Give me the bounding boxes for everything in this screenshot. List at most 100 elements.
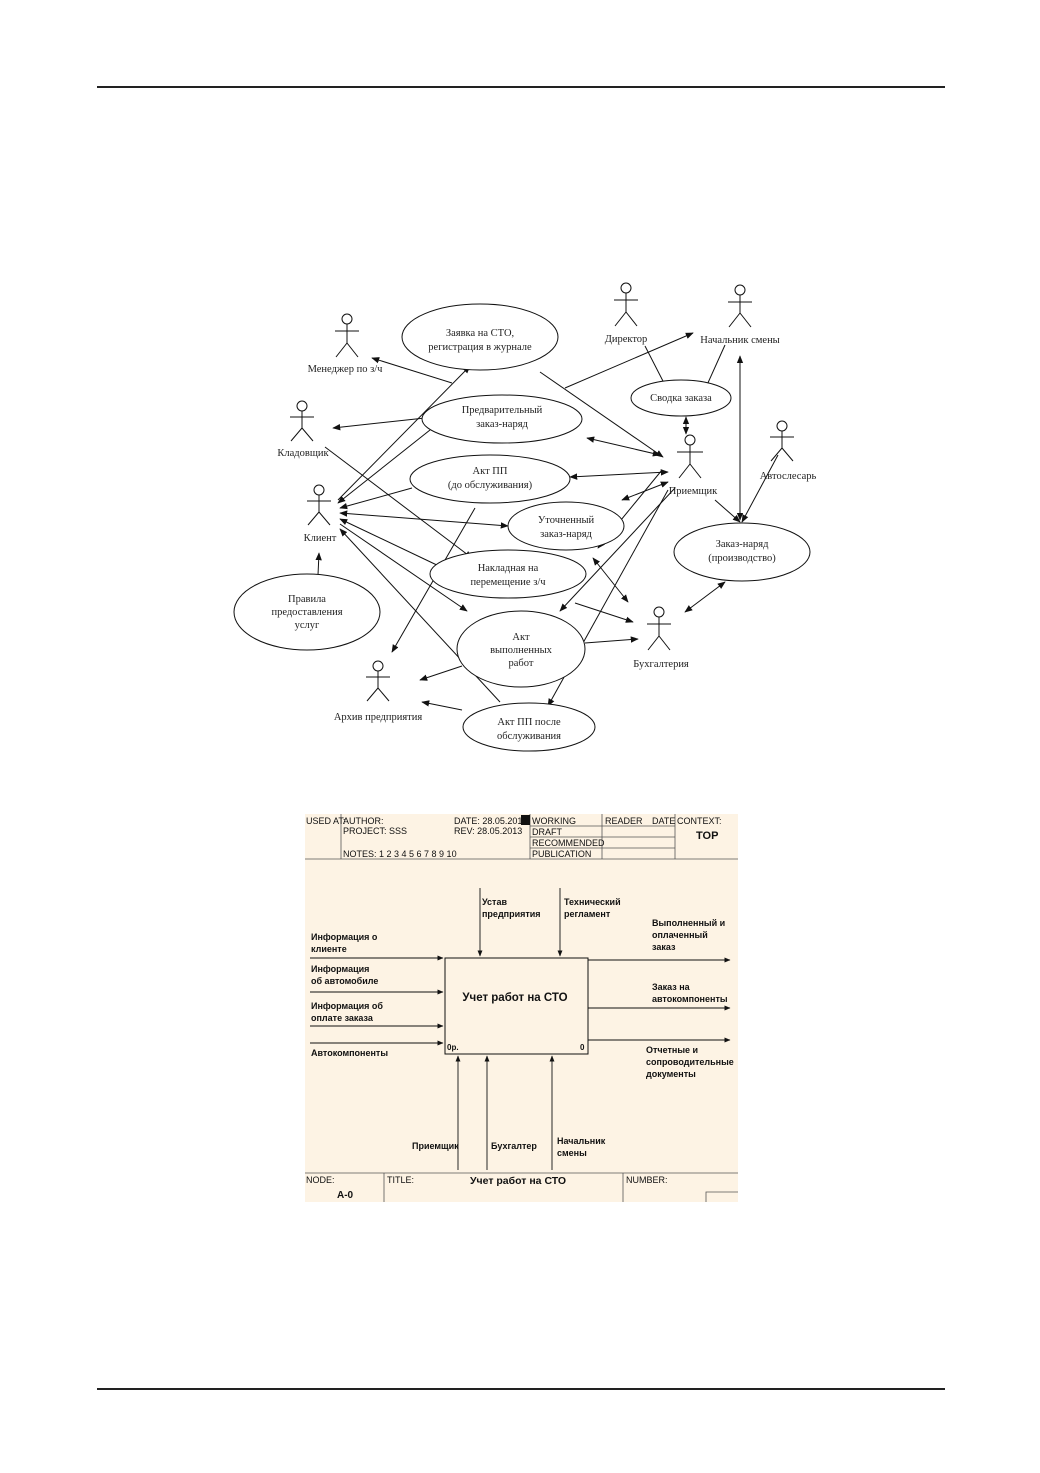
project-label: PROJECT: SSS bbox=[343, 826, 407, 836]
usecase-prelim-order: Предварительный заказ-наряд bbox=[421, 394, 583, 444]
context-label: CONTEXT: bbox=[677, 816, 722, 826]
svg-text:Учет работ на СТО: Учет работ на СТО bbox=[462, 992, 567, 1004]
actor-director: Директор bbox=[605, 282, 648, 345]
svg-text:оплате заказа: оплате заказа bbox=[311, 1013, 374, 1023]
svg-text:работ: работ bbox=[509, 658, 534, 669]
status-recommended: RECOMMENDED bbox=[532, 838, 605, 848]
svg-text:автокомпоненты: автокомпоненты bbox=[652, 994, 728, 1004]
usecase-transfer-invoice: Накладная на перемещение з/ч bbox=[429, 549, 587, 599]
svg-text:0р.: 0р. bbox=[447, 1043, 459, 1052]
svg-text:Акт: Акт bbox=[512, 632, 530, 643]
input-payment-info: Информация об оплате заказа bbox=[311, 1001, 383, 1023]
input-components: Автокомпоненты bbox=[311, 1048, 388, 1058]
idef0-arrows bbox=[310, 888, 731, 1170]
svg-text:Акт ПП после: Акт ПП после bbox=[497, 717, 561, 728]
svg-text:Отчетные и: Отчетные и bbox=[646, 1045, 698, 1055]
rev-label: REV: 28.05.2013 bbox=[454, 826, 522, 836]
footer-rule bbox=[97, 1388, 945, 1390]
svg-text:Заявка на СТО,: Заявка на СТО, bbox=[446, 328, 514, 339]
usecase-request: Заявка на СТО, регистрация в журнале bbox=[401, 303, 559, 371]
svg-text:сопроводительные: сопроводительные bbox=[646, 1057, 734, 1067]
svg-text:Начальник смены: Начальник смены bbox=[700, 335, 780, 346]
svg-text:Клиент: Клиент bbox=[304, 533, 337, 544]
activity-box: Учет работ на СТО 0р. 0 bbox=[444, 957, 589, 1055]
usecase-production-order: Заказ-наряд (производство) bbox=[673, 522, 811, 582]
actor-shift-chief: Начальник смены bbox=[700, 284, 780, 346]
actor-receiver: Приемщик bbox=[669, 434, 718, 497]
svg-text:Накладная на: Накладная на bbox=[478, 563, 539, 574]
node-value: A-0 bbox=[337, 1190, 354, 1201]
usecase-act-before: Акт ПП (до обслуживания) bbox=[409, 454, 571, 504]
svg-text:Акт ПП: Акт ПП bbox=[473, 466, 508, 477]
svg-text:заказ-наряд: заказ-наряд bbox=[540, 529, 592, 540]
svg-text:Бухгалтерия: Бухгалтерия bbox=[633, 659, 689, 670]
svg-text:Информация: Информация bbox=[311, 964, 369, 974]
svg-text:Менеджер по з/ч: Менеджер по з/ч bbox=[308, 364, 384, 375]
usecase-refined-order: Уточненный заказ-наряд bbox=[507, 501, 625, 551]
title-value: Учет работ на СТО bbox=[470, 1175, 566, 1187]
svg-text:Автослесарь: Автослесарь bbox=[760, 471, 817, 482]
actor-mechanic: Автослесарь bbox=[760, 420, 817, 482]
node-label: NODE: bbox=[306, 1175, 335, 1185]
usecase-order-summary: Сводка заказа bbox=[630, 379, 732, 417]
header-rule bbox=[97, 86, 945, 88]
svg-text:Предварительный: Предварительный bbox=[462, 405, 543, 416]
svg-text:Выполненный и: Выполненный и bbox=[652, 918, 725, 928]
svg-text:Технический: Технический bbox=[564, 897, 621, 907]
svg-text:Правила: Правила bbox=[288, 594, 326, 605]
output-completed-order: Выполненный и оплаченный заказ bbox=[652, 918, 725, 952]
reader-date-label: DATE bbox=[652, 816, 675, 826]
svg-text:Приемщик: Приемщик bbox=[669, 486, 718, 497]
svg-text:Устав: Устав bbox=[482, 897, 507, 907]
svg-text:регистрация в журнале: регистрация в журнале bbox=[428, 342, 532, 353]
output-reports: Отчетные и сопроводительные документы bbox=[646, 1045, 734, 1079]
control-charter: Устав предприятия bbox=[482, 897, 541, 919]
status-draft: DRAFT bbox=[532, 827, 562, 837]
usecase-service-rules: Правила предоставления услуг bbox=[233, 573, 381, 651]
svg-text:Бухгалтер: Бухгалтер bbox=[491, 1141, 537, 1151]
title-label: TITLE: bbox=[387, 1175, 414, 1185]
svg-text:выполненных: выполненных bbox=[490, 645, 553, 656]
mechanism-accountant: Бухгалтер bbox=[491, 1141, 537, 1151]
actor-storekeeper: Кладовщик bbox=[277, 400, 330, 459]
use-case-diagram: Заявка на СТО, регистрация в журнале Пре… bbox=[233, 282, 817, 752]
svg-text:Приемщик: Приемщик bbox=[412, 1141, 459, 1151]
svg-text:услуг: услуг bbox=[295, 620, 320, 631]
svg-text:0: 0 bbox=[580, 1043, 585, 1052]
mechanism-receiver: Приемщик bbox=[412, 1141, 459, 1151]
author-label: AUTHOR: bbox=[343, 816, 384, 826]
usecase-act-done: Акт выполненных работ bbox=[456, 610, 586, 688]
svg-text:Сводка заказа: Сводка заказа bbox=[650, 393, 712, 404]
mechanism-shift-chief: Начальник смены bbox=[557, 1136, 606, 1158]
used-at-label: USED AT: bbox=[306, 816, 345, 826]
svg-text:регламент: регламент bbox=[564, 909, 611, 919]
svg-text:Уточненный: Уточненный bbox=[538, 515, 595, 526]
svg-text:Автокомпоненты: Автокомпоненты bbox=[311, 1048, 388, 1058]
svg-text:об автомобиле: об автомобиле bbox=[311, 976, 378, 986]
svg-text:заказ-наряд: заказ-наряд bbox=[476, 419, 528, 430]
actor-accounting: Бухгалтерия bbox=[633, 606, 689, 670]
status-publication: PUBLICATION bbox=[532, 849, 591, 859]
svg-text:Информация об: Информация об bbox=[311, 1001, 383, 1011]
working-status-marker bbox=[521, 815, 530, 825]
actor-manager: Менеджер по з/ч bbox=[308, 313, 384, 375]
idef0-header bbox=[305, 814, 738, 1202]
actor-archive: Архив предприятия bbox=[334, 660, 422, 723]
svg-text:предприятия: предприятия bbox=[482, 909, 541, 919]
svg-text:(производство): (производство) bbox=[708, 553, 776, 564]
svg-text:Кладовщик: Кладовщик bbox=[277, 448, 329, 459]
idef0-diagram: USED AT: AUTHOR: PROJECT: SSS DATE: 28.0… bbox=[305, 814, 738, 1202]
status-working: WORKING bbox=[532, 816, 576, 826]
context-value: TOP bbox=[696, 830, 718, 842]
reader-label: READER bbox=[605, 816, 643, 826]
svg-text:заказ: заказ bbox=[652, 942, 676, 952]
svg-text:клиенте: клиенте bbox=[311, 944, 347, 954]
svg-text:перемещение з/ч: перемещение з/ч bbox=[470, 577, 546, 588]
svg-text:(до обслуживания): (до обслуживания) bbox=[448, 480, 533, 491]
actor-client: Клиент bbox=[304, 484, 337, 544]
input-car-info: Информация об автомобиле bbox=[311, 964, 378, 986]
svg-text:Директор: Директор bbox=[605, 334, 648, 345]
svg-text:оплаченный: оплаченный bbox=[652, 930, 708, 940]
control-tech-reg: Технический регламент bbox=[564, 897, 621, 919]
svg-text:смены: смены bbox=[557, 1148, 587, 1158]
